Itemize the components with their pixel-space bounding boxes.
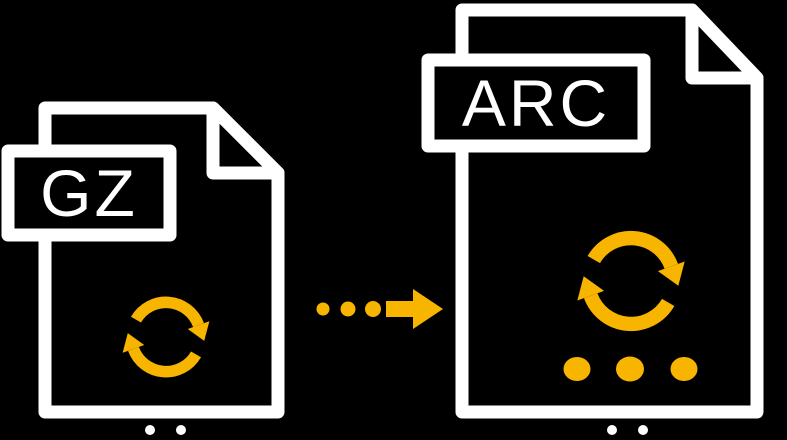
target-file-icon: ARC bbox=[421, 3, 764, 435]
target-file-bottom-dot bbox=[607, 425, 617, 435]
source-file-bottom-dot bbox=[176, 425, 186, 435]
source-file-bottom-dot bbox=[145, 425, 155, 435]
target-file-fold-icon bbox=[685, 3, 764, 85]
source-format-label: GZ bbox=[40, 156, 138, 230]
target-format-label: ARC bbox=[462, 66, 610, 140]
ellipsis-dot bbox=[670, 357, 698, 381]
source-file-icon: GZ bbox=[1, 101, 285, 435]
arrow-dot bbox=[365, 301, 381, 317]
target-file-bottom-dot bbox=[638, 425, 648, 435]
source-file-fold-icon bbox=[206, 101, 285, 180]
arrow-dot bbox=[316, 302, 330, 316]
convert-arrow-icon bbox=[316, 289, 443, 329]
arrow-dot bbox=[340, 301, 356, 317]
target-format-badge-box bbox=[421, 53, 651, 153]
ellipsis-dot bbox=[563, 357, 591, 381]
source-format-badge-box bbox=[1, 144, 177, 242]
arrow-right-icon bbox=[386, 289, 443, 329]
target-format-badge: ARC bbox=[421, 53, 651, 153]
source-format-badge: GZ bbox=[1, 144, 177, 242]
ellipsis-dot bbox=[616, 356, 644, 382]
